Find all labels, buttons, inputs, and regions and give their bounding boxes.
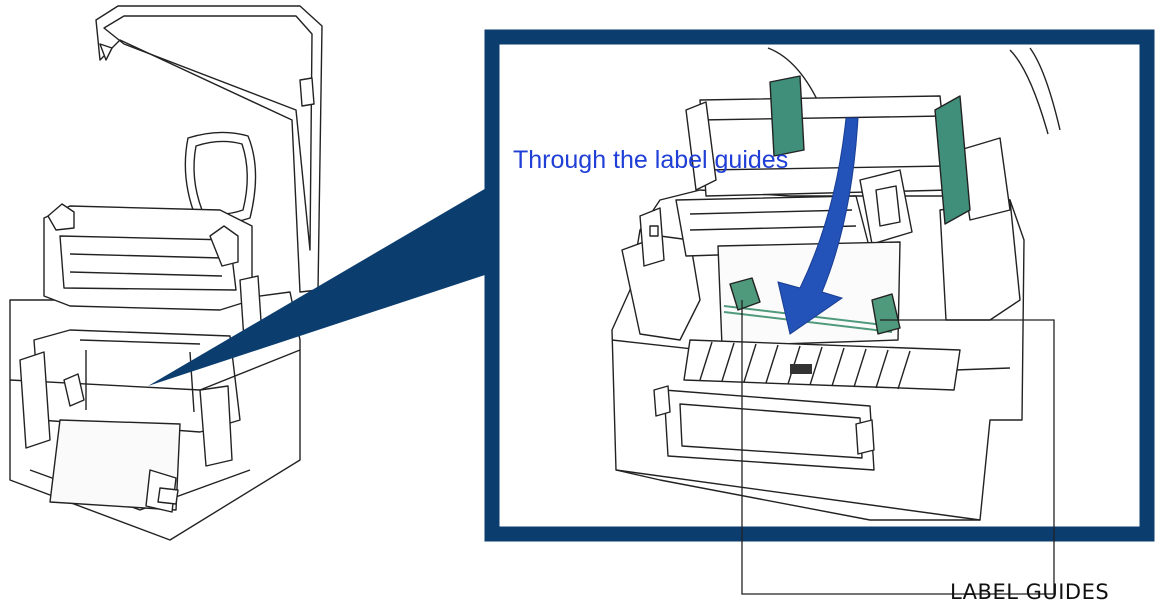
feed-arrow-icon <box>777 117 859 335</box>
label-guide-right <box>871 293 901 335</box>
label-guides-callout: LABEL GUIDES <box>950 580 1110 604</box>
label-guides-leader-lines <box>741 300 1055 595</box>
ribbon-spindle-right <box>934 95 971 225</box>
ribbon-spindle-left <box>769 75 805 157</box>
printer-overview <box>9 5 323 541</box>
figure-caption: Through the label guides <box>513 146 789 174</box>
cover-window <box>184 131 257 224</box>
zoom-callout-wedge <box>148 180 500 386</box>
tray-ribs <box>699 341 911 390</box>
label-guide-left <box>729 277 761 311</box>
